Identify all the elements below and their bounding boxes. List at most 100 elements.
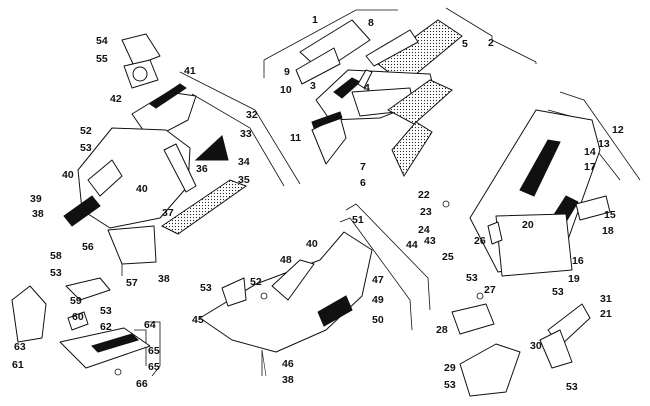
part-30-mount [539,329,573,369]
callout-53: 53 [80,142,92,154]
callout-44: 44 [406,239,418,251]
part-58-bracket [65,277,111,301]
callout-35: 35 [238,174,250,186]
callout-52: 52 [80,125,92,137]
callout-16: 16 [572,255,584,267]
callout-33: 33 [240,128,252,140]
part-56-lower [107,225,157,265]
part-55-lens [132,66,148,82]
belly-pan-assembly [199,231,373,377]
part-7-pad [387,79,453,125]
part-38-bolt [261,349,267,377]
callout-23: 23 [420,206,432,218]
callout-29: 29 [444,362,456,374]
part-graphic-a [519,139,561,197]
part-9-panel [295,47,341,85]
part-52-nut [260,292,268,300]
part-10-clip [311,111,343,129]
callout-53: 53 [50,267,62,279]
callout-64: 64 [144,319,156,331]
callout-59: 59 [70,295,82,307]
callout-57: 57 [126,277,138,289]
part-66-nut [114,368,122,376]
part-27-screw [476,292,484,300]
part-34-decal [194,135,229,161]
callout-20: 20 [522,219,534,231]
callout-50: 50 [372,314,384,326]
callout-25: 25 [442,251,454,263]
callout-54: 54 [96,35,108,47]
callout-4: 4 [364,82,370,94]
callout-40: 40 [136,183,148,195]
callout-15: 15 [604,209,616,221]
callout-9: 9 [284,66,290,78]
callout-66: 66 [136,378,148,390]
callout-60: 60 [72,311,84,323]
callout-2: 2 [488,37,494,49]
callout-11: 11 [290,132,301,144]
part-29-housing [459,343,521,397]
side-panel-assembly [442,109,611,277]
callout-34: 34 [238,156,250,168]
callout-51: 51 [352,214,364,226]
callout-32: 32 [246,109,258,121]
callout-12: 12 [612,124,624,136]
callout-21: 21 [600,308,612,320]
part-41-trim [149,83,187,109]
callout-53: 53 [566,381,578,393]
part-54-frame [121,33,161,67]
part-39-trim [63,195,101,227]
part-60-pad [67,311,89,331]
callout-41: 41 [184,65,196,77]
part-40-bracket [87,159,123,197]
callout-26: 26 [474,235,486,247]
callout-13: 13 [598,138,610,150]
part-seal [357,69,373,89]
hood-assembly [295,19,463,178]
part-26-clip [487,221,503,245]
callout-28: 28 [436,324,448,336]
callout-27: 27 [484,284,496,296]
part-6-pad [391,121,433,178]
callout-48: 48 [280,254,292,266]
callout-47: 47 [372,274,384,286]
callout-24: 24 [418,224,430,236]
part-36-support [163,143,197,193]
part-35-decal [161,179,248,235]
part-22-screw [442,200,450,208]
callout-3: 3 [310,80,316,92]
callout-7: 7 [360,161,366,173]
callout-45: 45 [192,314,204,326]
callout-56: 56 [82,241,94,253]
part-64-stripe [91,333,139,353]
callout-14: 14 [584,146,596,158]
callout-42: 42 [110,93,122,105]
headlight-assembly [63,33,248,265]
callout-22: 22 [418,189,430,201]
callout-37: 37 [162,207,174,219]
callout-5: 5 [462,38,468,50]
callout-8: 8 [368,17,374,29]
callout-43: 43 [424,235,436,247]
callout-53: 53 [200,282,212,294]
part-28-gauge [451,303,495,335]
callout-58: 58 [50,250,62,262]
callout-40: 40 [306,238,318,250]
callout-40: 40 [62,169,74,181]
callout-53: 53 [100,305,112,317]
part-48-cover [271,259,315,301]
callout-17: 17 [584,161,596,173]
callout-65: 65 [148,361,160,373]
callout-53: 53 [466,272,478,284]
callout-49: 49 [372,294,384,306]
callout-36: 36 [196,163,208,175]
callout-31: 31 [600,293,612,305]
callout-30: 30 [530,340,542,352]
bumper-assembly [11,277,151,376]
callout-62: 62 [100,321,112,333]
callout-65: 65 [148,345,160,357]
callout-38: 38 [32,208,44,220]
